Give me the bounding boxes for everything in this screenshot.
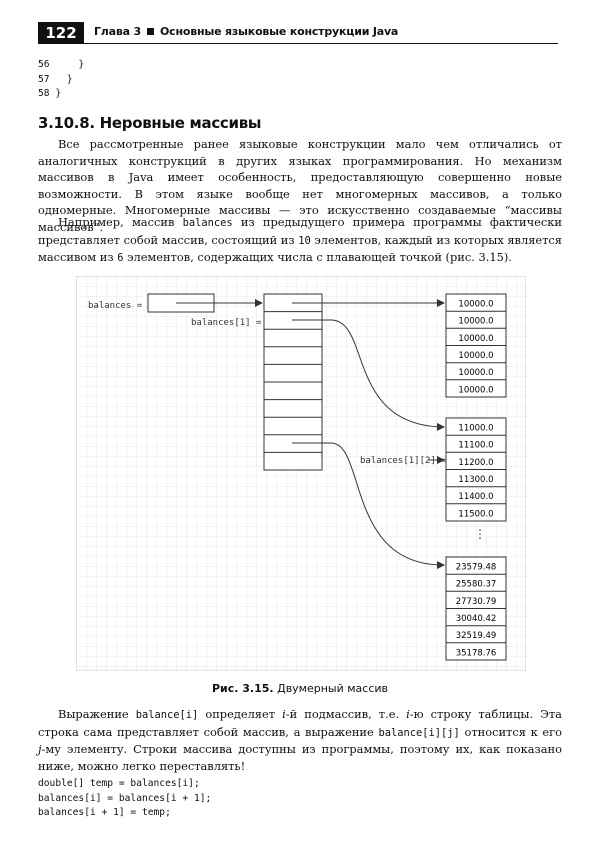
paragraph-example: Например, массив balances из предыдущего…: [38, 214, 562, 267]
chapter-title: Основные языковые конструкции Java: [159, 25, 399, 38]
italic-var: i: [406, 707, 410, 721]
text-run: элементов, каждый из которых является ма…: [38, 232, 562, 265]
cell-value: 10000.0: [458, 317, 493, 327]
cell-value: 25580.37: [456, 580, 497, 590]
label-balances-1: balances[1] =: [191, 318, 262, 328]
cell-value: 32519.49: [456, 631, 497, 641]
figure-caption: Рис. 3.15. Двумерный массив: [0, 682, 600, 695]
cell-value: 11200.0: [458, 458, 493, 468]
italic-var: j: [38, 742, 42, 756]
label-balances: balances =: [88, 301, 143, 311]
cell-value: 11300.0: [458, 475, 493, 485]
cell-value: 11400.0: [458, 492, 493, 502]
arrow-row-1: [292, 319, 445, 431]
inline-code: balances: [182, 217, 233, 229]
inline-code: 10: [298, 234, 311, 247]
cell-value: 10000.0: [458, 334, 493, 344]
italic-var: i: [282, 707, 286, 721]
inline-code: balance[i]: [135, 709, 199, 721]
cell-value: 23579.48: [456, 563, 497, 573]
text-run: Например, массив: [58, 215, 183, 229]
text-run: относится к его: [459, 724, 562, 739]
cell-value: 10000.0: [458, 385, 493, 395]
code-listing-bottom: double[] temp = balances[i]; balances[i]…: [38, 778, 212, 818]
running-head: Глава 3 Основные языковые конструкции Jav…: [94, 25, 398, 38]
text-run: -ю строку таблицы. Эта строка сама предс…: [38, 707, 562, 739]
cell-value: 27730.79: [456, 597, 497, 607]
text-run: -й подмассив, т.е.: [285, 707, 407, 721]
caption-text: Двумерный массив: [277, 682, 389, 695]
code-listing-top: 56 } 57 } 58 }: [38, 59, 85, 99]
chapter-label: Глава 3: [94, 25, 141, 38]
header-rule: [84, 43, 558, 44]
text-run: из предыдущего примера программы фактиче…: [38, 215, 562, 247]
array-diagram: balances = balances[1] = 10000.0: [75, 275, 527, 672]
cell-value: 30040.42: [456, 614, 497, 624]
square-bullet-icon: [146, 28, 154, 35]
paragraph-expression: Выражение balance[i] определяет i-й подм…: [38, 706, 562, 774]
page-header: 122 Глава 3 Основные языковые конструкции…: [38, 22, 558, 44]
paragraph-intro: Все рассмотренные ранее языковые констру…: [38, 137, 562, 234]
cell-value: 10000.0: [458, 351, 493, 361]
label-balances-1-2: balances[1][2] =: [360, 456, 447, 466]
inner-array-second: 11000.0 11100.0 11200.0 11300.0 11400.0 …: [445, 417, 507, 522]
outer-array: [263, 293, 323, 471]
inner-array-first: 10000.0 10000.0 10000.0 10000.0 10000.0 …: [445, 293, 507, 398]
cell-value: 10000.0: [458, 300, 493, 310]
text-run: -му элементу. Строки массива доступны из…: [38, 742, 562, 773]
inline-code: 6: [117, 252, 124, 264]
page-number: 122: [38, 22, 84, 44]
section-title: 3.10.8. Неровные массивы: [38, 114, 262, 132]
text-run: элементов, содержащих числа с плавающей …: [123, 250, 512, 264]
ellipsis-vertical: ⋮: [474, 527, 486, 541]
cell-value: 11100.0: [458, 441, 493, 451]
cell-value: 11500.0: [458, 509, 493, 519]
text-run: определяет: [198, 707, 283, 721]
inline-code: balance[i][j]: [378, 726, 460, 739]
caption-label: Рис. 3.15.: [211, 682, 274, 695]
cell-value: 10000.0: [458, 368, 493, 378]
inner-array-last: 23579.48 25580.37 27730.79 30040.42 3251…: [445, 556, 507, 661]
cell-value: 35178.76: [456, 648, 497, 658]
cell-value: 11000.0: [458, 424, 493, 434]
figure-2d-array: balances = balances[1] = 10000.0: [75, 275, 527, 672]
text-run: Выражение: [58, 707, 136, 721]
arrow-row-9: [292, 442, 445, 570]
